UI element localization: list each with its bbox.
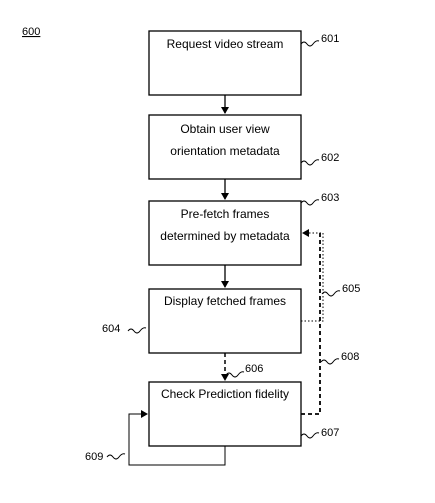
leader-609 xyxy=(106,453,126,460)
ref-607: 607 xyxy=(321,427,339,439)
ref-606: 606 xyxy=(245,363,263,375)
leader-603 xyxy=(300,199,320,206)
box-602-line-2: orientation metadata xyxy=(170,144,280,158)
box-604-line-1: Display fetched frames xyxy=(164,294,286,308)
dotted-feedback-604-to-603 xyxy=(301,229,324,322)
box-607-line-1: Check Prediction fidelity xyxy=(161,387,289,401)
leader-606 xyxy=(225,371,245,378)
box-601-line-1: Request video stream xyxy=(167,37,284,51)
leader-601 xyxy=(300,40,320,47)
ref-609: 609 xyxy=(85,451,103,463)
leader-607 xyxy=(300,432,320,439)
ref-605: 605 xyxy=(342,283,360,295)
box-603-line-2: determined by metadata xyxy=(160,229,290,243)
ref-602: 602 xyxy=(321,152,339,164)
self-loop-607 xyxy=(128,410,226,466)
dashed-feedback-607-to-603 xyxy=(301,233,321,415)
leader-604 xyxy=(127,327,147,334)
ref-601: 601 xyxy=(321,33,339,45)
ref-608: 608 xyxy=(341,351,359,363)
ref-604: 604 xyxy=(102,323,120,335)
box-602-line-1: Obtain user view xyxy=(180,122,270,136)
ref-603: 603 xyxy=(321,192,339,204)
box-603-line-1: Pre-fetch frames xyxy=(181,207,270,221)
leader-605 xyxy=(321,290,341,297)
leader-602 xyxy=(300,159,320,166)
leader-608 xyxy=(320,358,340,365)
figure-label: 600 xyxy=(22,26,40,38)
